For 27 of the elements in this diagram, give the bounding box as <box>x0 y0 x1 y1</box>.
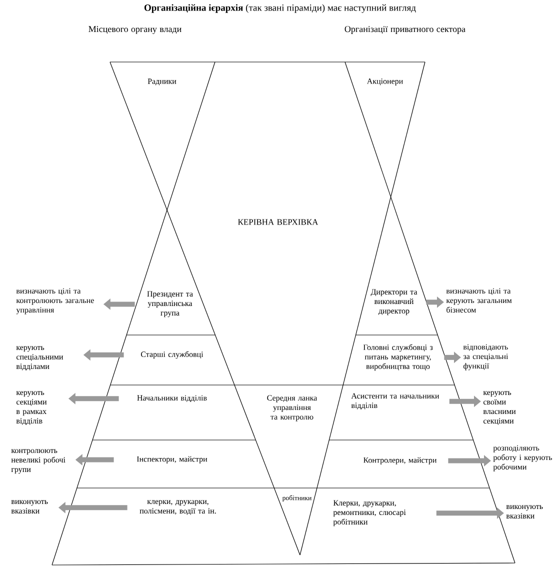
description-text: виконують вказівки <box>11 500 48 514</box>
heading: Організації приватного сектора <box>344 26 466 34</box>
level-label: Акціонери <box>366 78 403 86</box>
level-label: клерки, друкарки, полісмени, водії та ін. <box>140 500 216 516</box>
level-label: Клерки, друкарки, ремонтники, слюсарі робітники <box>333 500 406 526</box>
description-text: керують своїми власними секціями <box>483 391 516 426</box>
description-text: керують секціями в рамках відділів <box>16 391 47 426</box>
level-label: Головні службовці з питань маркетингу, виробництва тощо <box>363 344 433 371</box>
description-text: визначають цілі та контролюють загальне управління <box>16 288 94 314</box>
description-text: керують спеціальними відділами <box>16 346 64 371</box>
level-label: Радники <box>148 78 176 86</box>
level-label: Інспектори, майстри <box>136 456 208 464</box>
level-label: Начальники відділів <box>137 395 207 402</box>
description-text: визначають цілі та керують загальним бізнесом <box>446 288 512 313</box>
description-text: контролюють невеликі робочі групи <box>11 449 66 474</box>
description-text: розподіляють роботу і керують робочими <box>493 445 552 472</box>
title: Організаційна ієрархія (так звані піраміди) має наступний вигляд <box>144 4 416 13</box>
heading: Місцевого органу влади <box>88 26 182 34</box>
level-label: Контролери, майстри <box>364 457 437 464</box>
level-label: Старші службовці <box>141 351 204 359</box>
level-label: Президент та управлінська група <box>147 291 193 318</box>
level-label: КЕРІВНА ВЕРХІВКА <box>238 219 318 225</box>
level-label: Середня ланка управління та контролю <box>267 395 318 422</box>
description-text: виконують вказівки <box>506 505 543 519</box>
level-label: Директори та виконавчий директор <box>370 289 418 316</box>
description-text: відповідають за спеціальні функції <box>463 344 508 370</box>
level-label: Асистенти та начальники відділів <box>351 393 440 410</box>
